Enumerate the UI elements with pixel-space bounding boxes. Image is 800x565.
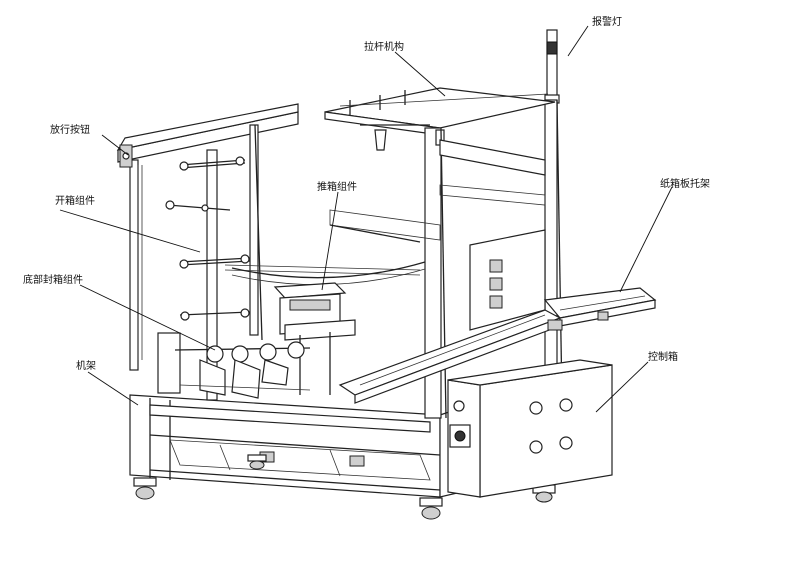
label-carton-rack: 纸箱板托架 xyxy=(660,179,710,190)
label-travel-switch: 放行按钮 xyxy=(50,125,90,136)
label-bottom-seal: 底部封箱组件 xyxy=(23,275,83,286)
carton-rack xyxy=(338,287,657,404)
base-frame xyxy=(129,394,471,498)
label-control-box: 控制箱 xyxy=(648,352,678,363)
alarm-light-column xyxy=(544,29,563,401)
caster-front-right xyxy=(419,497,443,520)
control-box xyxy=(447,359,613,498)
label-pull-box-mechanism: 拉杆机构 xyxy=(364,42,404,53)
back-frame xyxy=(231,139,546,286)
bottom-seal-assembly xyxy=(157,332,311,399)
caster-back-left xyxy=(247,454,267,470)
label-alarm-light: 报警灯 xyxy=(592,17,622,28)
center-post xyxy=(424,127,447,419)
open-box-assembly xyxy=(165,149,421,401)
label-box-push: 推箱组件 xyxy=(317,182,357,193)
caster-front-left xyxy=(133,477,157,500)
push-box-assembly xyxy=(273,282,356,395)
label-frame: 机架 xyxy=(76,361,96,372)
caster-wheels xyxy=(133,454,556,520)
pull-box-mechanism xyxy=(324,87,556,151)
label-box-open: 开箱组件 xyxy=(55,196,95,207)
left-column xyxy=(116,103,299,371)
leader-lines xyxy=(59,25,673,413)
